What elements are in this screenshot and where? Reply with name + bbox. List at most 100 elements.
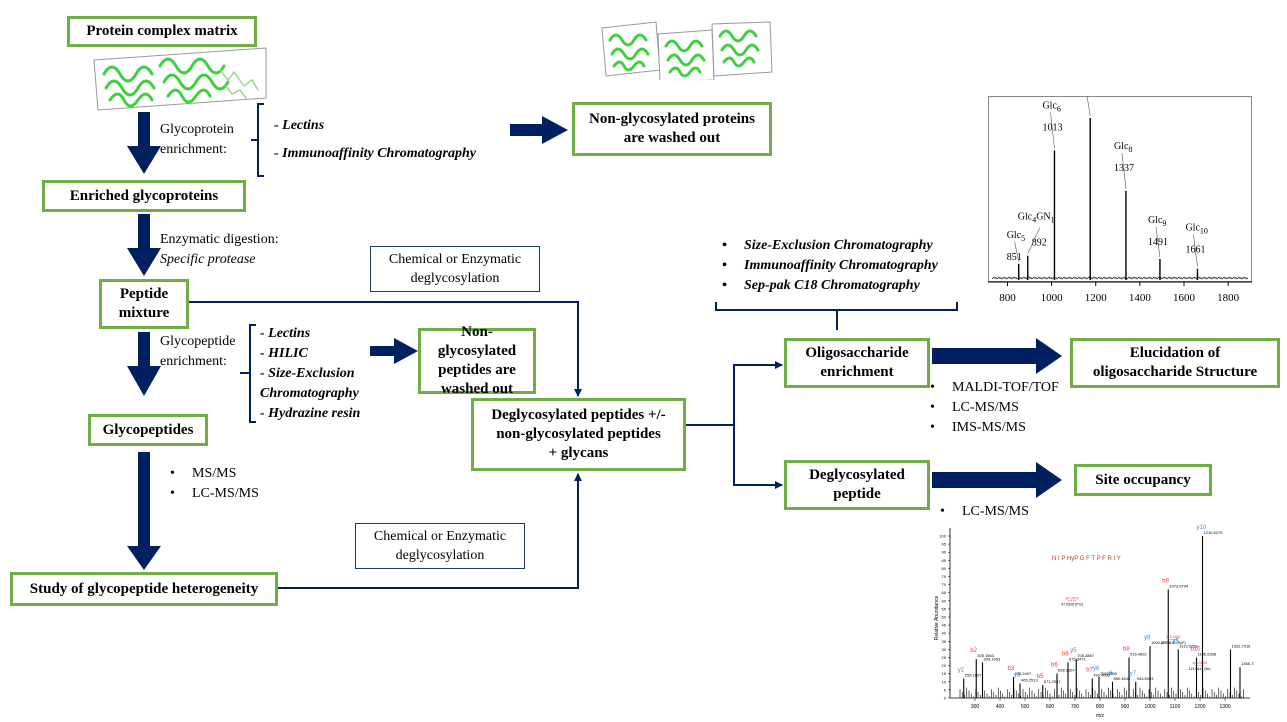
msms-peak-label: 769.4000 (1093, 673, 1110, 678)
branch-to-oligo-line (733, 361, 783, 425)
peak-leader-line (1155, 226, 1161, 257)
peak-leader-line (1086, 96, 1091, 117)
branch-to-peptide-line (733, 425, 783, 489)
msms-ion-label: y3 (1014, 672, 1021, 678)
box-deglycosylated-mixture: Deglycosylated peptides +/- non-glycosyl… (471, 398, 686, 471)
y-tick-label: 25 (942, 655, 947, 660)
glycoprotein-enrichment-label: Glycoprotein enrichment: (160, 122, 234, 157)
box-protein-complex-matrix: Protein complex matrix (67, 16, 257, 47)
list-item: Immunoaffinity Chromatography (722, 256, 938, 276)
arrow-right-elucidation (932, 338, 1062, 374)
msms-ion-label: y8 (1144, 635, 1151, 641)
box-peptide-mixture: Peptide mixture (99, 279, 189, 329)
y-tick-label: 10 (942, 679, 947, 684)
msms-peak-label: 305.1663 (984, 656, 1001, 661)
list-item: IMS-MS/MS (930, 418, 1059, 438)
y-tick-label: 85 (942, 558, 947, 563)
msms-peak-label: 1210.6270 (1204, 530, 1224, 535)
box-chemical-enzymatic-bottom: Chemical or Enzymatic deglycosylation (355, 523, 525, 569)
peak-ion-label: Glc10 (1185, 223, 1207, 236)
arrow-right-peptides (370, 338, 418, 364)
box-deglycosylated-peptide: Deglycosylated peptide (784, 460, 930, 510)
delta-top-label: 113.0864 (1192, 661, 1207, 665)
msms-ion-label: b2 (970, 648, 977, 654)
msms-peak-label: 1186.6338 (1198, 652, 1217, 657)
msms-peak-label: 796.4308 (1100, 671, 1117, 676)
msms-y-label: Relative Abundance (934, 596, 940, 641)
y-tick-label: 0 (944, 696, 947, 701)
enzymatic-digestion-label: Enzymatic digestion: Specific protease (160, 232, 279, 267)
y-tick-label: 30 (942, 647, 947, 652)
delta-label: 113.0476 (HyP) (1161, 641, 1186, 645)
oligo-bracket (715, 302, 958, 311)
msms-ion-label: b6 (1062, 651, 1069, 657)
peak-ion-label: Glc5 (1007, 230, 1025, 243)
glycopeptide-methods: - Lectins - HILIC - Size-Exclusion Chrom… (260, 326, 361, 421)
y-tick-label: 90 (942, 550, 947, 555)
peptide-msms-spectrum: Relative Abundance m/z N I P HyP G F T P… (932, 522, 1254, 722)
y-tick-label: 95 (942, 542, 947, 547)
msms-ion-label: y5 (1070, 648, 1077, 654)
msms-peak-label: 850.4643 (1114, 676, 1131, 681)
y-tick-label: 20 (942, 663, 947, 668)
y-tick-label: 55 (942, 606, 947, 611)
arrow-down-1 (127, 112, 161, 174)
spectrum-baseline (991, 276, 1249, 280)
y-tick-label: 75 (942, 574, 947, 579)
x-tick-label: 300 (971, 704, 980, 710)
x-tick-label: 1400 (1129, 292, 1152, 304)
spectrum-frame (988, 96, 1252, 282)
peak-ion-label: Glc4GN1 (1018, 212, 1055, 225)
box-nonglycosylated-peptides: Non-glycosylated peptides are washed out (418, 324, 536, 397)
x-tick-label: 500 (1021, 704, 1030, 710)
y-tick-label: 5 (944, 687, 947, 692)
peak-leader-line (1027, 227, 1041, 254)
msms-ion-label: b7 (1086, 668, 1093, 674)
peak-mz-label: 892 (1032, 238, 1047, 249)
glycopeptide-enrichment-label: Glycopeptide enrichment: (160, 334, 236, 369)
x-tick-label: 1200 (1194, 704, 1205, 710)
msms-x-label: m/z (1096, 713, 1105, 719)
glycopeptide-analysis-list: MS/MS LC-MS/MS (170, 464, 259, 504)
x-tick-label: 1200 (1085, 292, 1108, 304)
box-oligosaccharide-enrichment: Oligosaccharide enrichment (784, 338, 930, 388)
y-tick-label: 65 (942, 590, 947, 595)
box-enriched-glycoproteins: Enriched glycoproteins (42, 180, 246, 212)
thin-connectors (189, 301, 958, 589)
x-tick-label: 1800 (1217, 292, 1240, 304)
y-tick-label: 15 (942, 671, 947, 676)
y-tick-label: 60 (942, 598, 947, 603)
msms-peak-label: 943.5003 (1137, 676, 1154, 681)
x-tick-label: 800 (1096, 704, 1105, 710)
arrow-down-3 (127, 332, 161, 396)
list-item: LC-MS/MS (170, 484, 259, 504)
msms-peak-label: 1322.7016 (1232, 643, 1252, 648)
delta-top-label: 113.0481 (1166, 635, 1181, 639)
msms-ion-label: y10 (1197, 525, 1207, 531)
x-tick-label: 800 (999, 292, 1016, 304)
peak-leader-line (1121, 152, 1127, 189)
msms-ion-label: b9 (1162, 578, 1169, 584)
bracket-glycopeptide (249, 324, 256, 423)
msms-ion-label: y2 (958, 668, 965, 674)
x-tick-label: 1000 (1041, 292, 1064, 304)
peak-mz-label: 851 (1007, 252, 1022, 263)
delta-top-label: 97.0570 (1066, 596, 1079, 600)
protein-structures-washed-illustration (601, 21, 773, 80)
x-tick-label: 700 (1071, 704, 1080, 710)
box-nonglycosylated-proteins: Non-glycosylated proteins are washed out (572, 102, 772, 156)
x-tick-label: 1000 (1144, 704, 1155, 710)
flow-arrows (127, 112, 1062, 570)
glycoprotein-methods: - Lectins - Immunoaffinity Chromatograph… (274, 118, 477, 161)
msms-peak-label: 434.2407 (1015, 671, 1032, 676)
msms-ion-label: y6 (1093, 666, 1100, 672)
msms-ion-label: b3 (1008, 666, 1015, 672)
x-tick-label: 1600 (1173, 292, 1196, 304)
method-brackets (240, 103, 264, 423)
msms-peak-label: 571.2937 (1044, 679, 1061, 684)
msms-peak-label: 1113.5753 (1179, 643, 1198, 648)
protein-structure-illustration (93, 47, 267, 111)
msms-ion-label: b5 (1037, 674, 1044, 680)
box-study-glycopeptide-heterogeneity: Study of glycopeptide heterogeneity (10, 572, 278, 606)
